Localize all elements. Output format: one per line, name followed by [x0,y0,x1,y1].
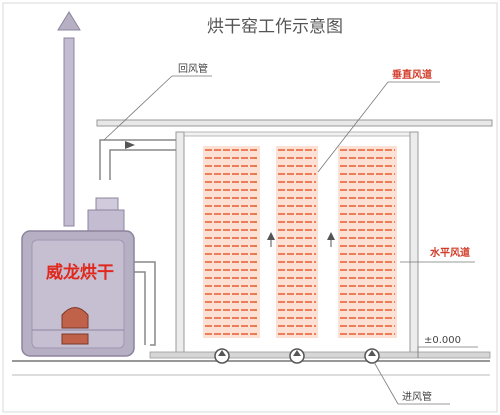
kiln-roof [96,119,493,127]
furnace-brand-label: 威龙烘干 [46,262,114,283]
return-arrow-icon [125,141,135,149]
chimney [63,37,75,227]
return-air-duct [99,139,176,180]
drying-racks [203,146,397,338]
vertical-duct-label: 垂直风道 [392,68,432,81]
inlet-fan [214,348,230,364]
return-duct-leader [103,75,173,141]
supply-duct [134,261,156,346]
rack-column [203,146,260,338]
horizontal-duct-label: 水平风道 [429,246,470,259]
kiln-floor [149,351,491,359]
kiln-left-wall [175,131,185,355]
inlet-duct-label: 进风管 [402,390,432,403]
inlet-fan [364,348,380,364]
firebox-door [61,307,89,329]
vertical-arrow-icon [327,232,335,240]
diagram-title: 烘干窑工作示意图 [207,17,343,37]
inlet-fan [289,348,305,364]
kiln-roof-inner [179,131,413,137]
vertical-arrow-icon [267,232,275,240]
return-duct-label: 回风管 [178,62,208,75]
furnace-top-box-cap [95,197,119,211]
rack-column [338,146,397,338]
kiln-right-wall [409,131,419,355]
furnace-top-box [87,209,125,235]
elevation-label: ±0.000 [424,335,461,346]
inlet-duct-leader [373,361,399,405]
vertical-duct-leader [317,81,389,173]
chimney-arrow-icon [57,11,81,31]
rack-column [276,146,318,338]
ash-door [61,333,89,345]
furnace-panel [31,239,125,349]
